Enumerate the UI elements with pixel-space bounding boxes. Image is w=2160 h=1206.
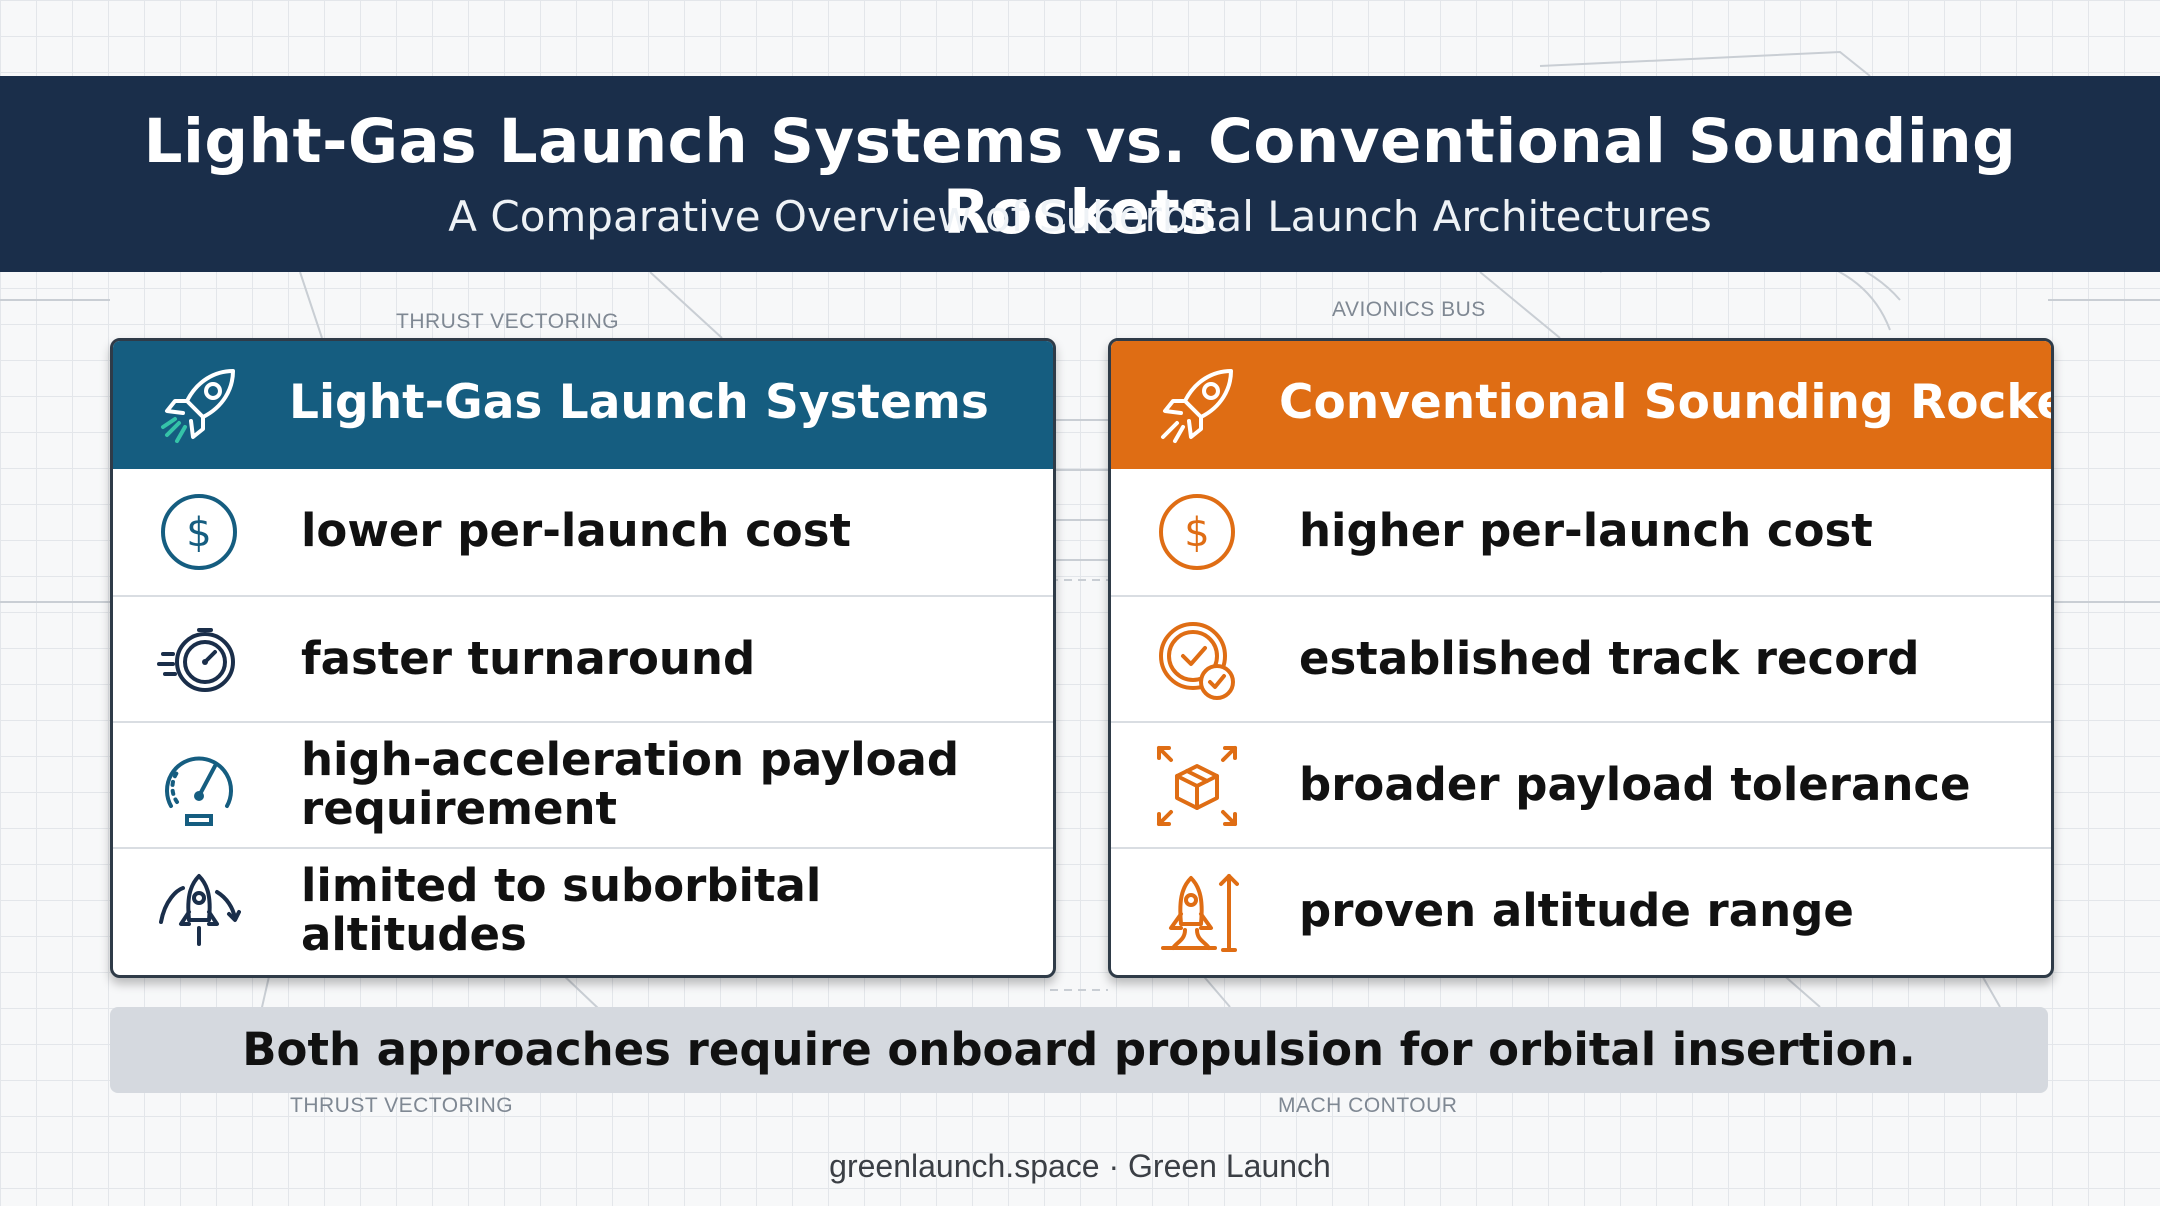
light-gas-panel-header: Light-Gas Launch Systems — [113, 341, 1053, 469]
list-item-label: faster turnaround — [301, 631, 756, 685]
light-gas-panel: Light-Gas Launch Systems $ lower per-lau… — [110, 338, 1056, 978]
rocket-trajectory-icon — [159, 874, 241, 946]
box-expand-icon — [1157, 746, 1237, 826]
list-item: broader payload tolerance — [1111, 721, 2051, 847]
svg-text:$: $ — [186, 510, 211, 556]
sounding-rockets-panel-header: Conventional Sounding Rockets — [1111, 341, 2051, 469]
page-subtitle: A Comparative Overview of Suborbital Lau… — [448, 192, 1712, 241]
speedometer-icon — [165, 756, 233, 826]
rocket-altitude-icon — [1161, 874, 1239, 952]
rocket-icon — [1161, 369, 1233, 443]
svg-text:$: $ — [1184, 510, 1209, 556]
dollar-icon: $ — [161, 494, 237, 570]
list-item: proven altitude range — [1111, 847, 2051, 973]
summary-banner: Both approaches require onboard propulsi… — [110, 1007, 2048, 1093]
list-item: $ higher per-launch cost — [1111, 469, 2051, 595]
list-item-label: proven altitude range — [1299, 883, 1854, 937]
light-gas-panel-title: Light-Gas Launch Systems — [289, 375, 989, 430]
rocket-icon — [161, 369, 235, 443]
annotation-avionics-bus: AVIONICS BUS — [1332, 298, 1486, 321]
page-title: Light-Gas Launch Systems vs. Conventiona… — [143, 106, 2017, 248]
list-item: limited to suborbital altitudes — [113, 847, 1053, 973]
list-item-label: established track record — [1299, 631, 1920, 685]
list-item: high-acceleration payload requirement — [113, 721, 1053, 847]
annotation-mach-contour: MACH CONTOUR — [1278, 1094, 1458, 1117]
list-item-label: high-acceleration payload requirement — [301, 733, 960, 835]
title-banner: Light-Gas Launch Systems vs. Conventiona… — [0, 76, 2160, 272]
list-item: $ lower per-launch cost — [113, 469, 1053, 595]
stopwatch-icon — [157, 628, 235, 692]
annotation-thrust-vectoring-top: THRUST VECTORING — [396, 310, 620, 333]
list-item-label: lower per-launch cost — [301, 503, 852, 557]
list-item-label: limited to suborbital altitudes — [301, 859, 822, 961]
annotation-thrust-vectoring-bottom: THRUST VECTORING — [290, 1094, 514, 1117]
list-item-label: higher per-launch cost — [1299, 503, 1873, 557]
sounding-rockets-panel-title: Conventional Sounding Rockets — [1279, 375, 2054, 430]
sounding-rockets-panel: Conventional Sounding Rockets $ higher p… — [1108, 338, 2054, 978]
source-credit: greenlaunch.space · Green Launch — [829, 1148, 1331, 1184]
list-item: faster turnaround — [113, 595, 1053, 721]
dollar-icon: $ — [1159, 494, 1235, 570]
list-item-label: broader payload tolerance — [1299, 757, 1971, 811]
clock-check-icon — [1159, 622, 1235, 700]
list-item: established track record — [1111, 595, 2051, 721]
